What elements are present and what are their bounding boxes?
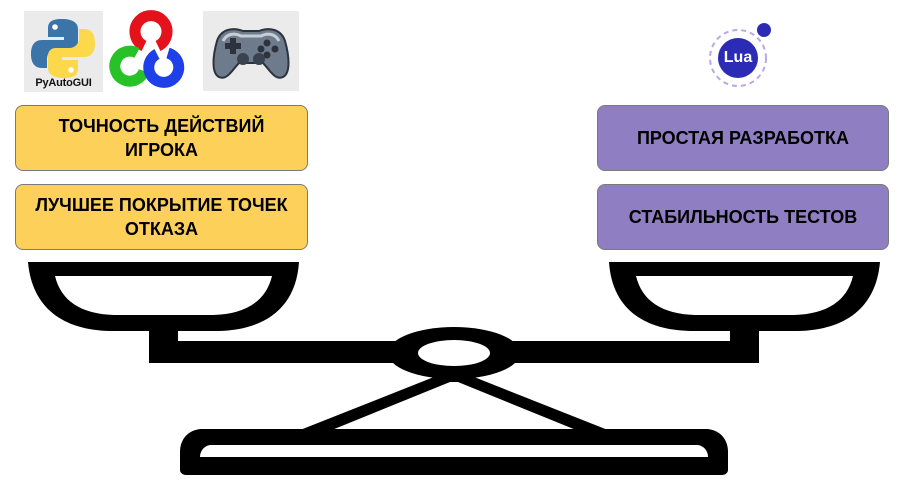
- pyautogui-caption: PyAutoGUI: [35, 77, 92, 89]
- left-criterion-label: ЛУЧШЕЕ ПОКРЫТИЕ ТОЧЕК ОТКАЗА: [35, 195, 288, 239]
- right-criterion-simple-development: ПРОСТАЯ РАЗРАБОТКА: [597, 105, 889, 171]
- lua-logo: Lua: [704, 21, 776, 87]
- lua-caption: Lua: [723, 49, 753, 66]
- base-inner: [200, 445, 708, 457]
- pivot-hole: [418, 340, 490, 366]
- opencv-icon: [109, 10, 185, 88]
- pyautogui-logo: PyAutoGUI: [24, 11, 103, 92]
- stand: [290, 375, 618, 434]
- right-criterion-label: СТАБИЛЬНОСТЬ ТЕСТОВ: [628, 207, 858, 227]
- left-criterion-failure-coverage: ЛУЧШЕЕ ПОКРЫТИЕ ТОЧЕК ОТКАЗА: [15, 184, 308, 250]
- left-criterion-player-accuracy: ТОЧНОСТЬ ДЕЙСТВИЙ ИГРОКА: [15, 105, 308, 171]
- right-criterion-label: ПРОСТАЯ РАЗРАБОТКА: [636, 128, 850, 148]
- left-pan-inner: [55, 276, 272, 315]
- python-icon: [31, 19, 95, 78]
- opencv-logo: [107, 10, 195, 88]
- gamepad-logo: [203, 11, 299, 91]
- lua-icon: [709, 23, 771, 87]
- right-pan-inner: [636, 276, 853, 315]
- gamepad-icon: [212, 28, 290, 79]
- left-criterion-label: ТОЧНОСТЬ ДЕЙСТВИЙ ИГРОКА: [58, 116, 265, 160]
- right-criterion-test-stability: СТАБИЛЬНОСТЬ ТЕСТОВ: [597, 184, 889, 250]
